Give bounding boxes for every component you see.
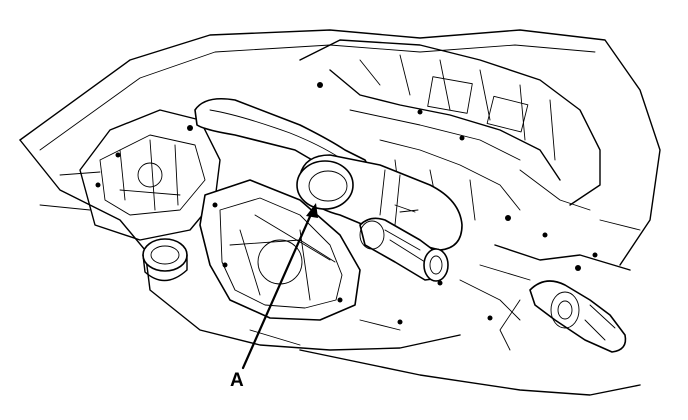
callout-a-leader [241,203,318,370]
oil-filter [142,238,188,282]
callout-a-label: A [230,370,244,391]
engine-block-left [79,109,221,241]
oil-pan [199,179,361,321]
drive-shaft-right [479,244,631,353]
transmission-housing [299,39,601,221]
exhaust-pipe-a [194,97,463,282]
bolts [95,82,598,325]
